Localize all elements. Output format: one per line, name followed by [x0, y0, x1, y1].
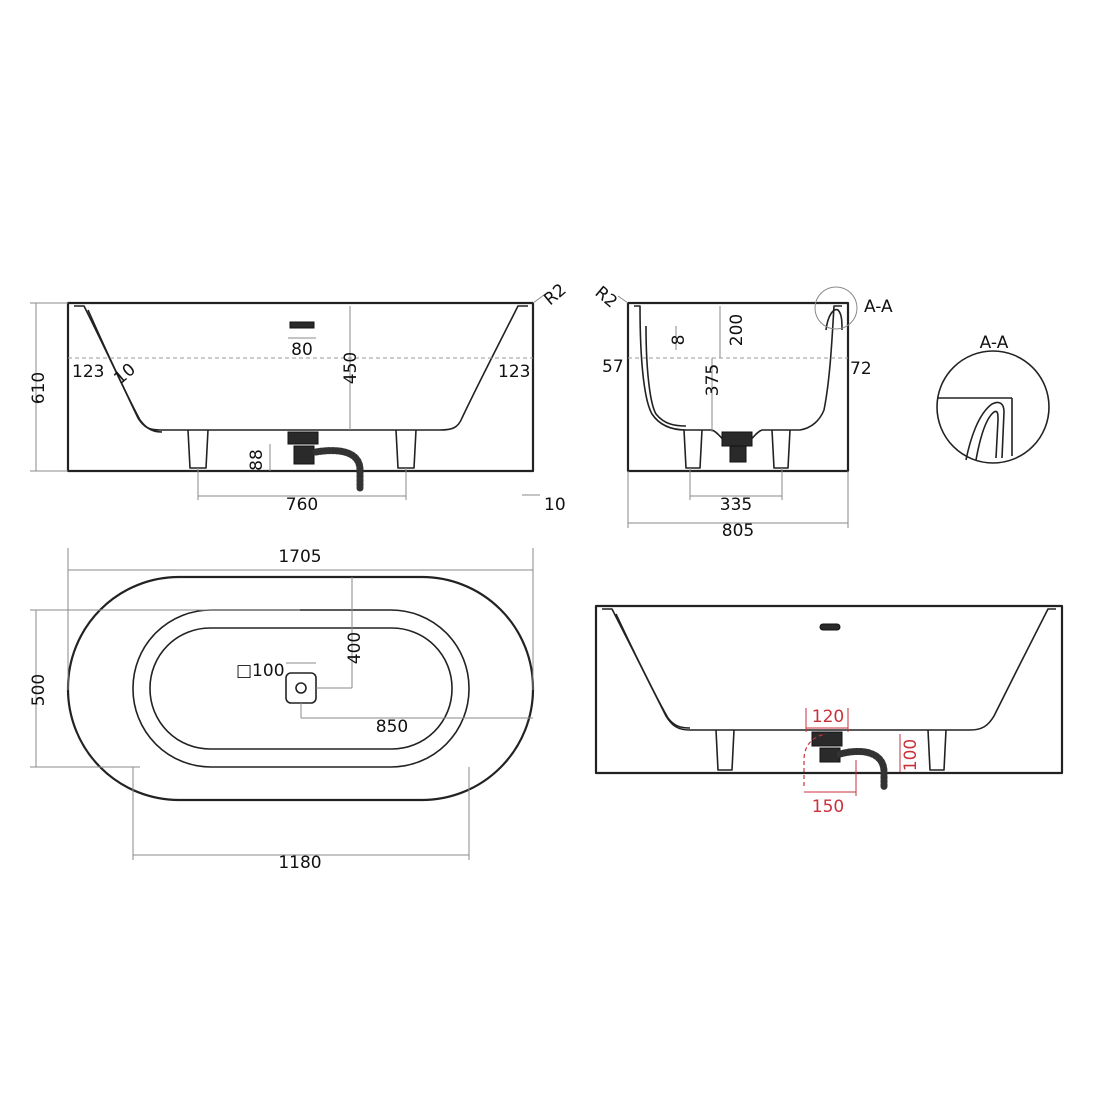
front-drain-hose	[312, 447, 364, 492]
plan-width-label: 500	[29, 674, 49, 706]
front-base-offset-label: 10	[544, 495, 566, 515]
side-drain-height-label: 375	[703, 364, 723, 396]
side-dim-radius-leader	[617, 295, 629, 304]
side-view-lip	[825, 308, 843, 331]
side-drain	[721, 431, 753, 447]
side-detail-marker	[814, 286, 858, 330]
plan-inner-length-label: 1180	[278, 853, 321, 873]
front-drain-trap	[293, 445, 315, 465]
side-radius-label: R2	[591, 283, 621, 313]
front-leg-left	[187, 429, 209, 469]
install-access-width-label: 150	[812, 797, 844, 817]
side-leg-span-label: 335	[720, 495, 752, 515]
front-leg-height-label: 88	[247, 449, 267, 471]
plan-view: 1705 500 □100 400 850 1180	[29, 547, 535, 873]
front-view: 610 123 10 80 450 123 R2 88 760 10	[29, 280, 571, 515]
plan-drain-cover	[285, 672, 317, 704]
side-drain-trap	[729, 445, 747, 463]
front-leg-right	[395, 429, 417, 469]
install-clearance-label: 100	[901, 739, 921, 771]
installation-view: 120 100 150	[594, 604, 1064, 817]
side-view: R2 200 8 57 72 375 335 805 A-A	[591, 283, 893, 541]
front-wall-left-label: 123	[72, 362, 104, 382]
install-leg-right	[927, 729, 947, 771]
install-drain	[811, 731, 843, 747]
front-radius-label: R2	[540, 280, 570, 310]
front-drain	[287, 431, 319, 445]
install-view-basin-inner	[615, 613, 691, 729]
install-drain-hose	[836, 748, 888, 792]
front-height-label: 610	[29, 372, 49, 404]
side-top-depth-label: 200	[727, 314, 747, 346]
front-overflow-label: 80	[291, 340, 313, 360]
front-view-outline	[66, 301, 535, 473]
side-section-marker-label: A-A	[864, 297, 893, 317]
detail-circle	[936, 350, 1050, 464]
side-leg-left	[683, 429, 703, 469]
side-left-offset-label: 57	[602, 357, 624, 377]
side-view-basin-inner	[645, 325, 687, 427]
plan-length-label: 1705	[278, 547, 321, 567]
detail-lip-inner	[975, 410, 999, 461]
install-overflow	[819, 623, 841, 631]
front-wall-right-label: 123	[498, 362, 530, 382]
front-depth-label: 450	[341, 352, 361, 384]
detail-lip	[965, 401, 1005, 461]
side-width-label: 805	[722, 521, 754, 541]
plan-basin	[149, 627, 453, 750]
detail-view: A-A	[936, 333, 1050, 464]
plan-drain-hole	[295, 682, 307, 694]
plan-inner-rim	[132, 609, 470, 768]
plan-drain-top-label: 400	[345, 632, 365, 664]
detail-title: A-A	[980, 333, 1009, 353]
side-right-offset-label: 72	[850, 359, 872, 379]
side-wall-thickness-label: 8	[669, 335, 689, 346]
front-thickness-label: 10	[110, 360, 139, 389]
front-dim-radius-leader	[532, 291, 549, 304]
plan-drain-end-label: 850	[376, 717, 408, 737]
front-overflow	[289, 321, 315, 329]
install-drain-width-label: 120	[812, 707, 844, 727]
side-leg-right	[771, 429, 791, 469]
install-access-zone	[803, 733, 827, 786]
install-view-outline	[594, 604, 1064, 775]
plan-drain-size-label: □100	[236, 661, 285, 681]
front-view-basin-inner	[87, 309, 163, 433]
install-leg-left	[715, 729, 735, 771]
front-leg-span-label: 760	[286, 495, 318, 515]
